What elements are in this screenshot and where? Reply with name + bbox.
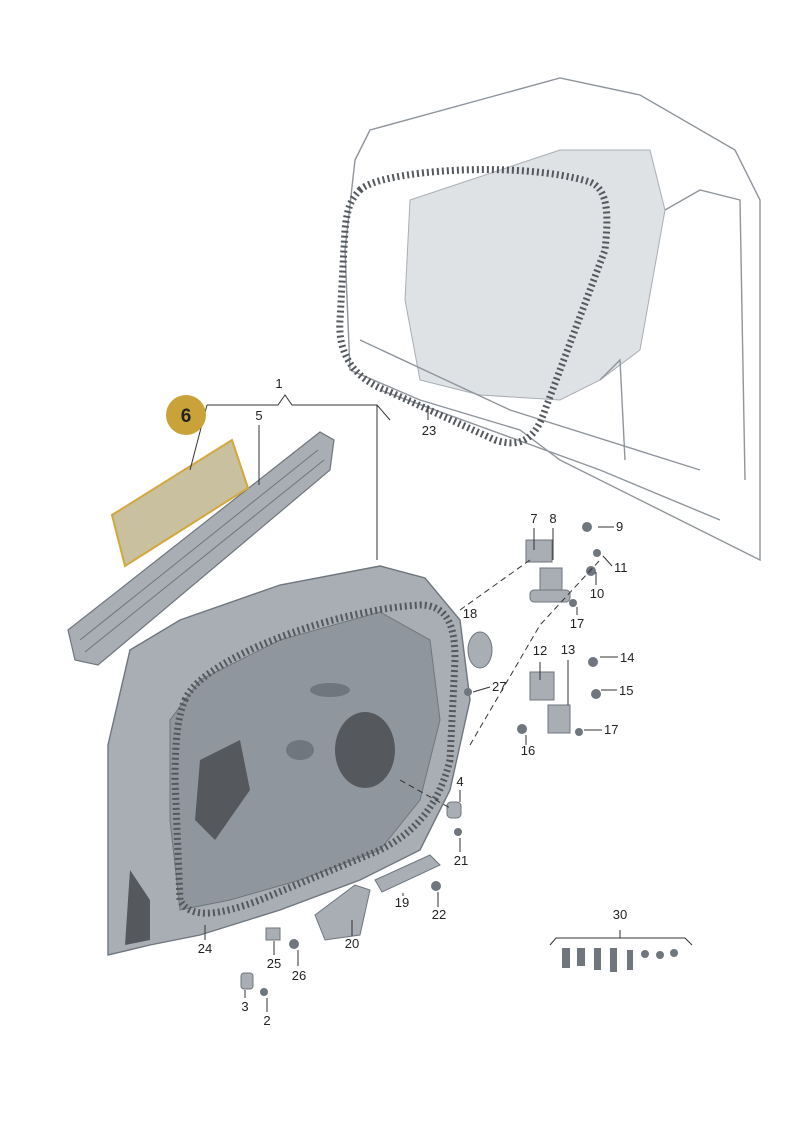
part-label-11: 11 [614, 560, 628, 575]
part-label-18: 18 [463, 606, 477, 621]
part-label-21: 21 [454, 853, 468, 868]
bolt-icons [260, 522, 601, 996]
part-label-24: 24 [198, 941, 212, 956]
part-label-1: 1 [275, 376, 282, 391]
part-label-26: 26 [292, 968, 306, 983]
part-label-22: 22 [432, 907, 446, 922]
part-labels: 6 1 5 23 7 8 9 11 10 17 18 12 13 14 27 1… [181, 376, 635, 1028]
highlight-badge [166, 395, 206, 435]
part-label-17-lower: 17 [604, 722, 618, 737]
part-label-5: 5 [255, 408, 262, 423]
part-label-10: 10 [590, 586, 604, 601]
part-label-30: 30 [613, 907, 627, 922]
lock-cylinder [467, 631, 493, 669]
part-label-3: 3 [241, 999, 248, 1014]
part-label-27: 27 [492, 679, 506, 694]
part-label-17-upper: 17 [570, 616, 584, 631]
part-label-16: 16 [521, 743, 535, 758]
part-label-13: 13 [561, 642, 575, 657]
lower-hinge [529, 671, 571, 734]
upper-hinge [525, 539, 571, 603]
plug [240, 801, 462, 990]
part-label-8: 8 [549, 511, 556, 526]
part-label-25: 25 [267, 956, 281, 971]
part-label-7: 7 [530, 511, 537, 526]
part-label-12: 12 [533, 643, 547, 658]
part-label-2: 2 [263, 1013, 270, 1028]
leader-lines [189, 394, 693, 1012]
part-label-20: 20 [345, 936, 359, 951]
part-label-19: 19 [395, 895, 409, 910]
insulation-panel [110, 438, 250, 568]
part-label-9: 9 [616, 519, 623, 534]
badge-number: 6 [181, 406, 192, 427]
fastener-set [562, 948, 678, 972]
check-strap [374, 854, 441, 893]
door-handle [314, 884, 371, 941]
part-label-23: 23 [422, 423, 436, 438]
part-label-15: 15 [619, 683, 633, 698]
part-label-14: 14 [620, 650, 634, 665]
front-door [107, 565, 471, 956]
part-label-4: 4 [456, 774, 463, 789]
car-body-side [344, 77, 761, 562]
